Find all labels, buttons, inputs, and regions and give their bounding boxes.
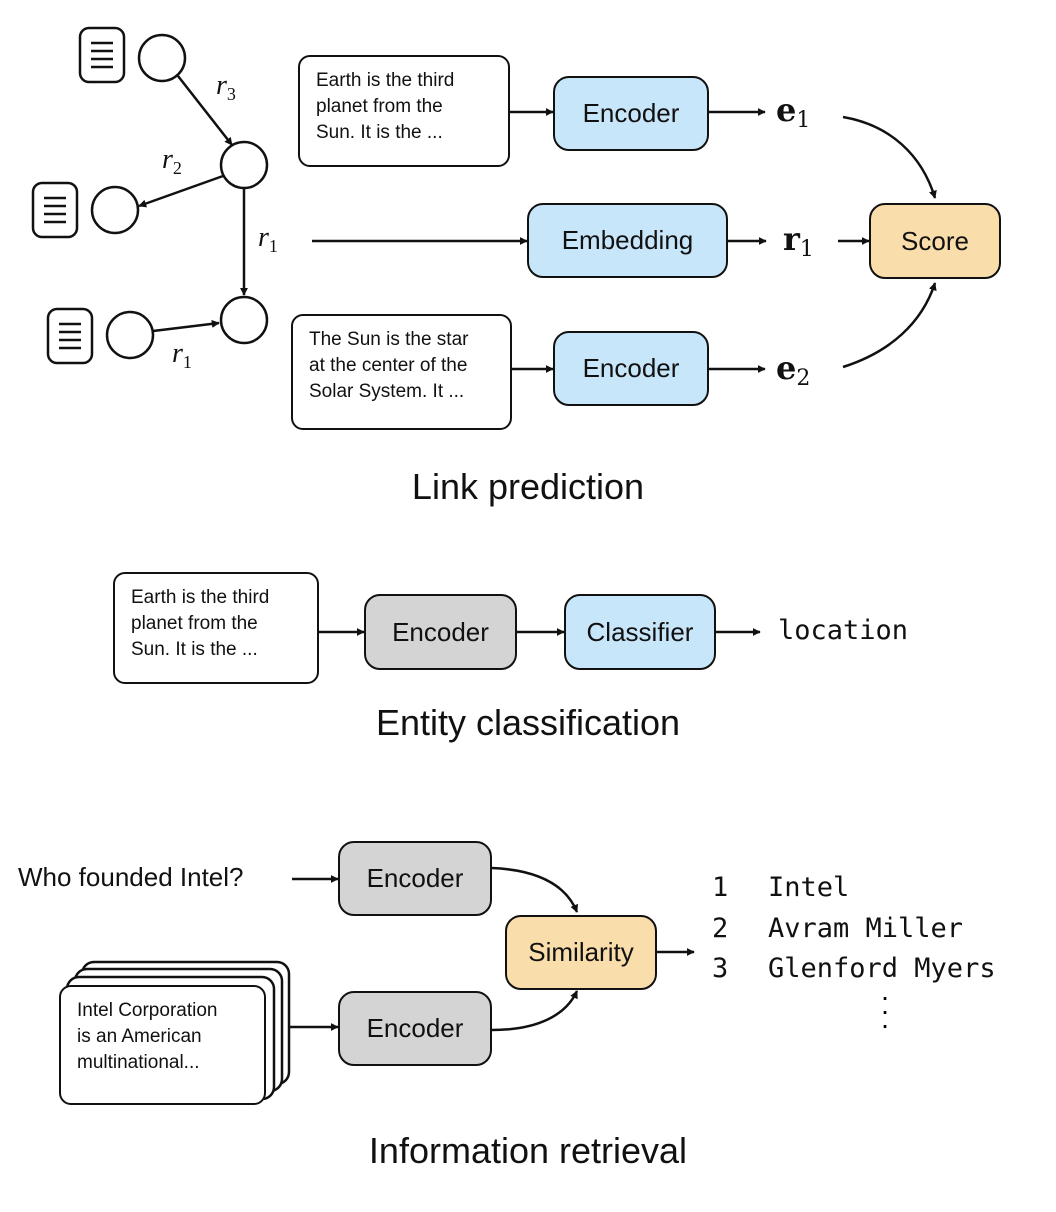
arrow-doc-encoder-to-similarity <box>491 990 579 1032</box>
graph-node-left <box>90 185 140 235</box>
encoder-head-module: Encoder <box>553 76 709 151</box>
query-encoder-module: Encoder <box>338 841 492 916</box>
result-rank: 1 <box>712 872 729 903</box>
r1-embedding-label: r1 <box>783 220 814 262</box>
score-module: Score <box>869 203 1001 279</box>
document-encoder-module: Encoder <box>338 991 492 1066</box>
entity-classification-caption: Entity classification <box>375 702 681 743</box>
arrow-query-encoder-to-similarity <box>491 866 579 913</box>
document-icon-left <box>31 181 79 239</box>
e1-embedding-label: e1 <box>776 91 811 133</box>
result-name: Avram Miller <box>768 913 964 944</box>
graph-node-center <box>219 140 269 190</box>
edge-r3 <box>177 75 233 146</box>
edge-r1-bottom <box>152 319 220 333</box>
entity-encoder-module: Encoder <box>364 594 517 670</box>
result-name: Intel <box>768 872 850 903</box>
classifier-module: Classifier <box>564 594 716 670</box>
link-prediction-caption: Link prediction <box>411 466 645 507</box>
document-icon-top <box>78 26 126 84</box>
document-text-card: Intel Corporation is an American multina… <box>59 985 266 1105</box>
relation-r1-bottom-label: r1 <box>172 338 192 372</box>
arrow-e1-to-score <box>842 115 937 199</box>
graph-node-bottom-left <box>105 310 155 360</box>
information-retrieval-caption: Information retrieval <box>368 1130 688 1171</box>
relation-r2-label: r2 <box>162 144 182 178</box>
relation-r3-label: r3 <box>216 70 236 104</box>
more-results-ellipsis-icon: ··· <box>880 981 890 1040</box>
document-icon-bottom <box>46 307 94 365</box>
result-rank: 2 <box>712 913 729 944</box>
entity-text-card: Earth is the third planet from the Sun. … <box>113 572 319 684</box>
arrow-e2-to-score <box>842 282 937 369</box>
edge-r2 <box>138 174 224 208</box>
graph-node-top <box>137 33 187 83</box>
head-entity-text-card: Earth is the third planet from the Sun. … <box>298 55 510 167</box>
graph-node-bottom <box>219 295 269 345</box>
result-rank: 3 <box>712 953 729 984</box>
query-text: Who founded Intel? <box>18 862 244 892</box>
relation-r1-vertical-label: r1 <box>258 222 278 256</box>
result-name: Glenford Myers <box>768 953 996 984</box>
classification-output: location <box>778 615 909 646</box>
tail-entity-text-card: The Sun is the star at the center of the… <box>291 314 512 430</box>
embedding-module: Embedding <box>527 203 728 278</box>
e2-embedding-label: e2 <box>776 349 811 391</box>
similarity-module: Similarity <box>505 915 657 990</box>
encoder-tail-module: Encoder <box>553 331 709 406</box>
